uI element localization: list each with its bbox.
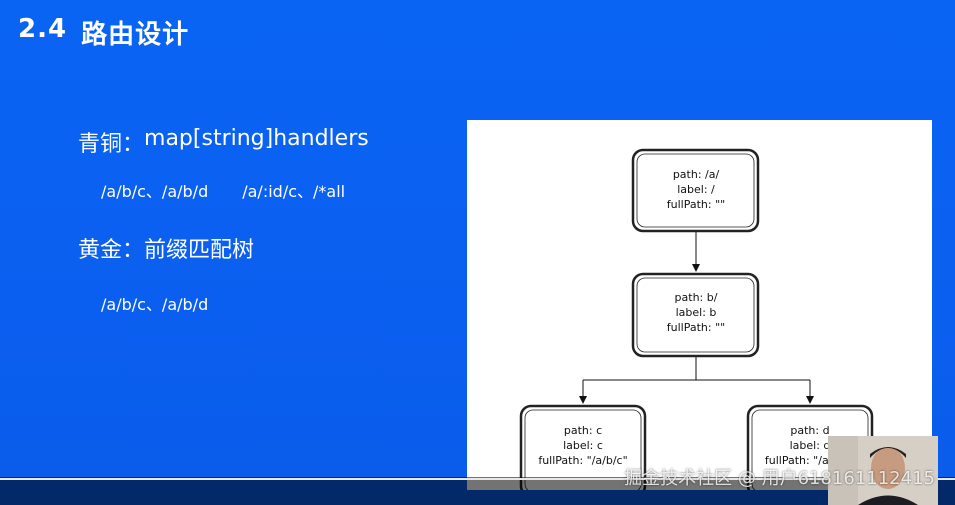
bronze-examples: /a/b/c、/a/b/d /a/:id/c、/*all <box>101 178 345 202</box>
node-b-path: path: b/ <box>675 291 718 304</box>
video-control-bar[interactable] <box>0 477 955 505</box>
gold-examples: /a/b/c、/a/b/d <box>101 291 208 315</box>
node-root-path: path: /a/ <box>673 168 720 181</box>
video-progress-bar[interactable] <box>0 478 955 480</box>
node-root-label: label: / <box>677 183 715 196</box>
tree-svg: path: /a/ label: / fullPath: "" path: b/… <box>519 148 874 490</box>
bronze-examples-left: /a/b/c、/a/b/d <box>101 182 209 201</box>
tree-node-b: path: b/ label: b fullPath: "" <box>631 272 760 358</box>
node-c-fullpath: fullPath: "/a/b/c" <box>538 454 627 467</box>
section-title: 路由设计 <box>81 20 190 50</box>
node-b-label: label: b <box>676 306 717 319</box>
node-c-path: path: c <box>564 424 602 437</box>
bronze-value: map[string]handlers <box>144 126 369 151</box>
tree-node-c: path: c label: c fullPath: "/a/b/c" <box>519 404 647 490</box>
gold-label: 黄金： <box>78 238 145 263</box>
presenter-image <box>828 436 938 505</box>
bronze-label: 青铜： <box>78 132 145 157</box>
section-number: 2.4 <box>18 14 68 44</box>
gold-value: 前缀匹配树 <box>144 238 255 263</box>
node-b-fullpath: fullPath: "" <box>667 321 725 334</box>
node-c-label: label: c <box>563 439 603 452</box>
prefix-tree-diagram: path: /a/ label: / fullPath: "" path: b/… <box>467 120 932 490</box>
tree-node-root: path: /a/ label: / fullPath: "" <box>631 148 760 233</box>
watermark-text: 掘金技术社区 @ 用户6181611124​15 <box>624 468 935 489</box>
gold-heading: 黄金： 前缀匹配树 <box>78 232 254 264</box>
slide-title: 2.4 路由设计 <box>18 14 189 51</box>
node-d-path: path: d <box>790 424 829 437</box>
presenter-webcam <box>828 436 938 505</box>
bronze-examples-right: /a/:id/c、/*all <box>242 182 346 201</box>
bronze-heading: 青铜： map[string]handlers <box>78 126 369 158</box>
node-root-fullpath: fullPath: "" <box>667 198 725 211</box>
node-d-label: label: d <box>790 439 831 452</box>
gold-examples-text: /a/b/c、/a/b/d <box>101 295 209 314</box>
